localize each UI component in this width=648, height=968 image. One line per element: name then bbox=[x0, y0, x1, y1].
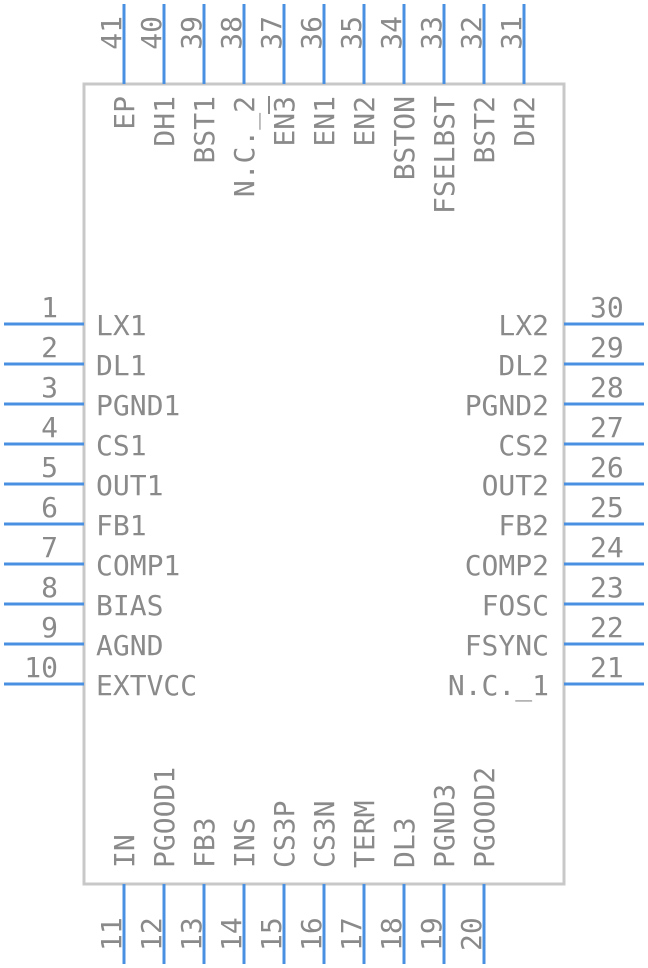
pin-17-label: TERM bbox=[348, 801, 381, 868]
pin-24-number: 24 bbox=[590, 531, 624, 564]
pin-33-number: 33 bbox=[415, 16, 448, 50]
pin-35-number: 35 bbox=[335, 16, 368, 50]
ic-body bbox=[82, 82, 566, 886]
pin-11-label: IN bbox=[108, 834, 141, 868]
pin-14-label: INS bbox=[228, 817, 261, 868]
pin-21-number: 21 bbox=[590, 651, 624, 684]
pin-19-number: 19 bbox=[415, 917, 448, 951]
pin-38-number: 38 bbox=[215, 16, 248, 50]
pin-22-number: 22 bbox=[590, 611, 624, 644]
pin-3-number: 3 bbox=[41, 371, 58, 404]
pin-30-label: LX2 bbox=[498, 309, 549, 342]
pin-11-number: 11 bbox=[95, 917, 128, 951]
pin-27-number: 27 bbox=[590, 411, 624, 444]
pin-7-number: 7 bbox=[41, 531, 58, 564]
pin-4-number: 4 bbox=[41, 411, 58, 444]
pin-25-number: 25 bbox=[590, 491, 624, 524]
pin-16-label: CS3N bbox=[308, 801, 341, 868]
pin-6-number: 6 bbox=[41, 491, 58, 524]
pin-15-label: CS3P bbox=[268, 801, 301, 868]
pin-9-label: AGND bbox=[96, 629, 163, 662]
pin-16-number: 16 bbox=[295, 917, 328, 951]
pin-9-number: 9 bbox=[41, 611, 58, 644]
pin-6-label: FB1 bbox=[96, 509, 147, 542]
pin-15-number: 15 bbox=[255, 917, 288, 951]
pin-5-number: 5 bbox=[41, 451, 58, 484]
pin-12-label: PGOOD1 bbox=[148, 767, 181, 868]
pin-14-number: 14 bbox=[215, 917, 248, 951]
pin-31-number: 31 bbox=[495, 16, 528, 50]
pin-26-number: 26 bbox=[590, 451, 624, 484]
pin-25-label: FB2 bbox=[498, 509, 549, 542]
pin-33-label: FSELBST bbox=[428, 96, 461, 214]
pin-17-number: 17 bbox=[335, 917, 368, 951]
pin-34-number: 34 bbox=[375, 16, 408, 50]
pin-2-number: 2 bbox=[41, 331, 58, 364]
pin-23-label: FOSC bbox=[482, 589, 549, 622]
pin-4-label: CS1 bbox=[96, 429, 147, 462]
pin-28-label: PGND2 bbox=[465, 389, 549, 422]
pin-2-label: DL1 bbox=[96, 349, 147, 382]
pin-12-number: 12 bbox=[135, 917, 168, 951]
pin-34-label: BSTON bbox=[388, 96, 421, 180]
pin-31-label: DH2 bbox=[508, 96, 541, 147]
pin-24-label: COMP2 bbox=[465, 549, 549, 582]
pin-1-number: 1 bbox=[41, 291, 58, 324]
pin-37-number: 37 bbox=[255, 16, 288, 50]
pin-29-number: 29 bbox=[590, 331, 624, 364]
pin-39-number: 39 bbox=[175, 16, 208, 50]
pin-41-label: EP bbox=[108, 96, 141, 130]
pin-18-number: 18 bbox=[375, 917, 408, 951]
pin-36-number: 36 bbox=[295, 16, 328, 50]
pin-41-number: 41 bbox=[95, 16, 128, 50]
pin-18-label: DL3 bbox=[388, 817, 421, 868]
pin-10-label: EXTVCC bbox=[96, 669, 197, 702]
pin-13-number: 13 bbox=[175, 917, 208, 951]
pin-1-label: LX1 bbox=[96, 309, 147, 342]
pin-19-label: PGND3 bbox=[428, 784, 461, 868]
pin-3-label: PGND1 bbox=[96, 389, 180, 422]
pin-23-number: 23 bbox=[590, 571, 624, 604]
pin-40-number: 40 bbox=[135, 16, 168, 50]
pin-20-label: PGOOD2 bbox=[468, 767, 501, 868]
pin-29-label: DL2 bbox=[498, 349, 549, 382]
pin-35-label: EN2 bbox=[348, 96, 381, 147]
pin-39-label: BST1 bbox=[188, 96, 221, 163]
pin-10-number: 10 bbox=[24, 651, 58, 684]
pin-37-label: EN3 bbox=[268, 96, 301, 147]
pin-8-label: BIAS bbox=[96, 589, 163, 622]
pin-7-label: COMP1 bbox=[96, 549, 180, 582]
pin-30-number: 30 bbox=[590, 291, 624, 324]
pin-8-number: 8 bbox=[41, 571, 58, 604]
pin-36-label: EN1 bbox=[308, 96, 341, 147]
pin-28-number: 28 bbox=[590, 371, 624, 404]
pin-32-number: 32 bbox=[455, 16, 488, 50]
pin-22-label: FSYNC bbox=[465, 629, 549, 662]
pin-32-label: BST2 bbox=[468, 96, 501, 163]
pin-20-number: 20 bbox=[455, 917, 488, 951]
pin-27-label: CS2 bbox=[498, 429, 549, 462]
pin-38-label: N.C._2 bbox=[228, 96, 262, 197]
pin-40-label: DH1 bbox=[148, 96, 181, 147]
pin-5-label: OUT1 bbox=[96, 469, 163, 502]
pin-13-label: FB3 bbox=[188, 817, 221, 868]
pin-26-label: OUT2 bbox=[482, 469, 549, 502]
pin-21-label: N.C._1 bbox=[448, 669, 549, 703]
